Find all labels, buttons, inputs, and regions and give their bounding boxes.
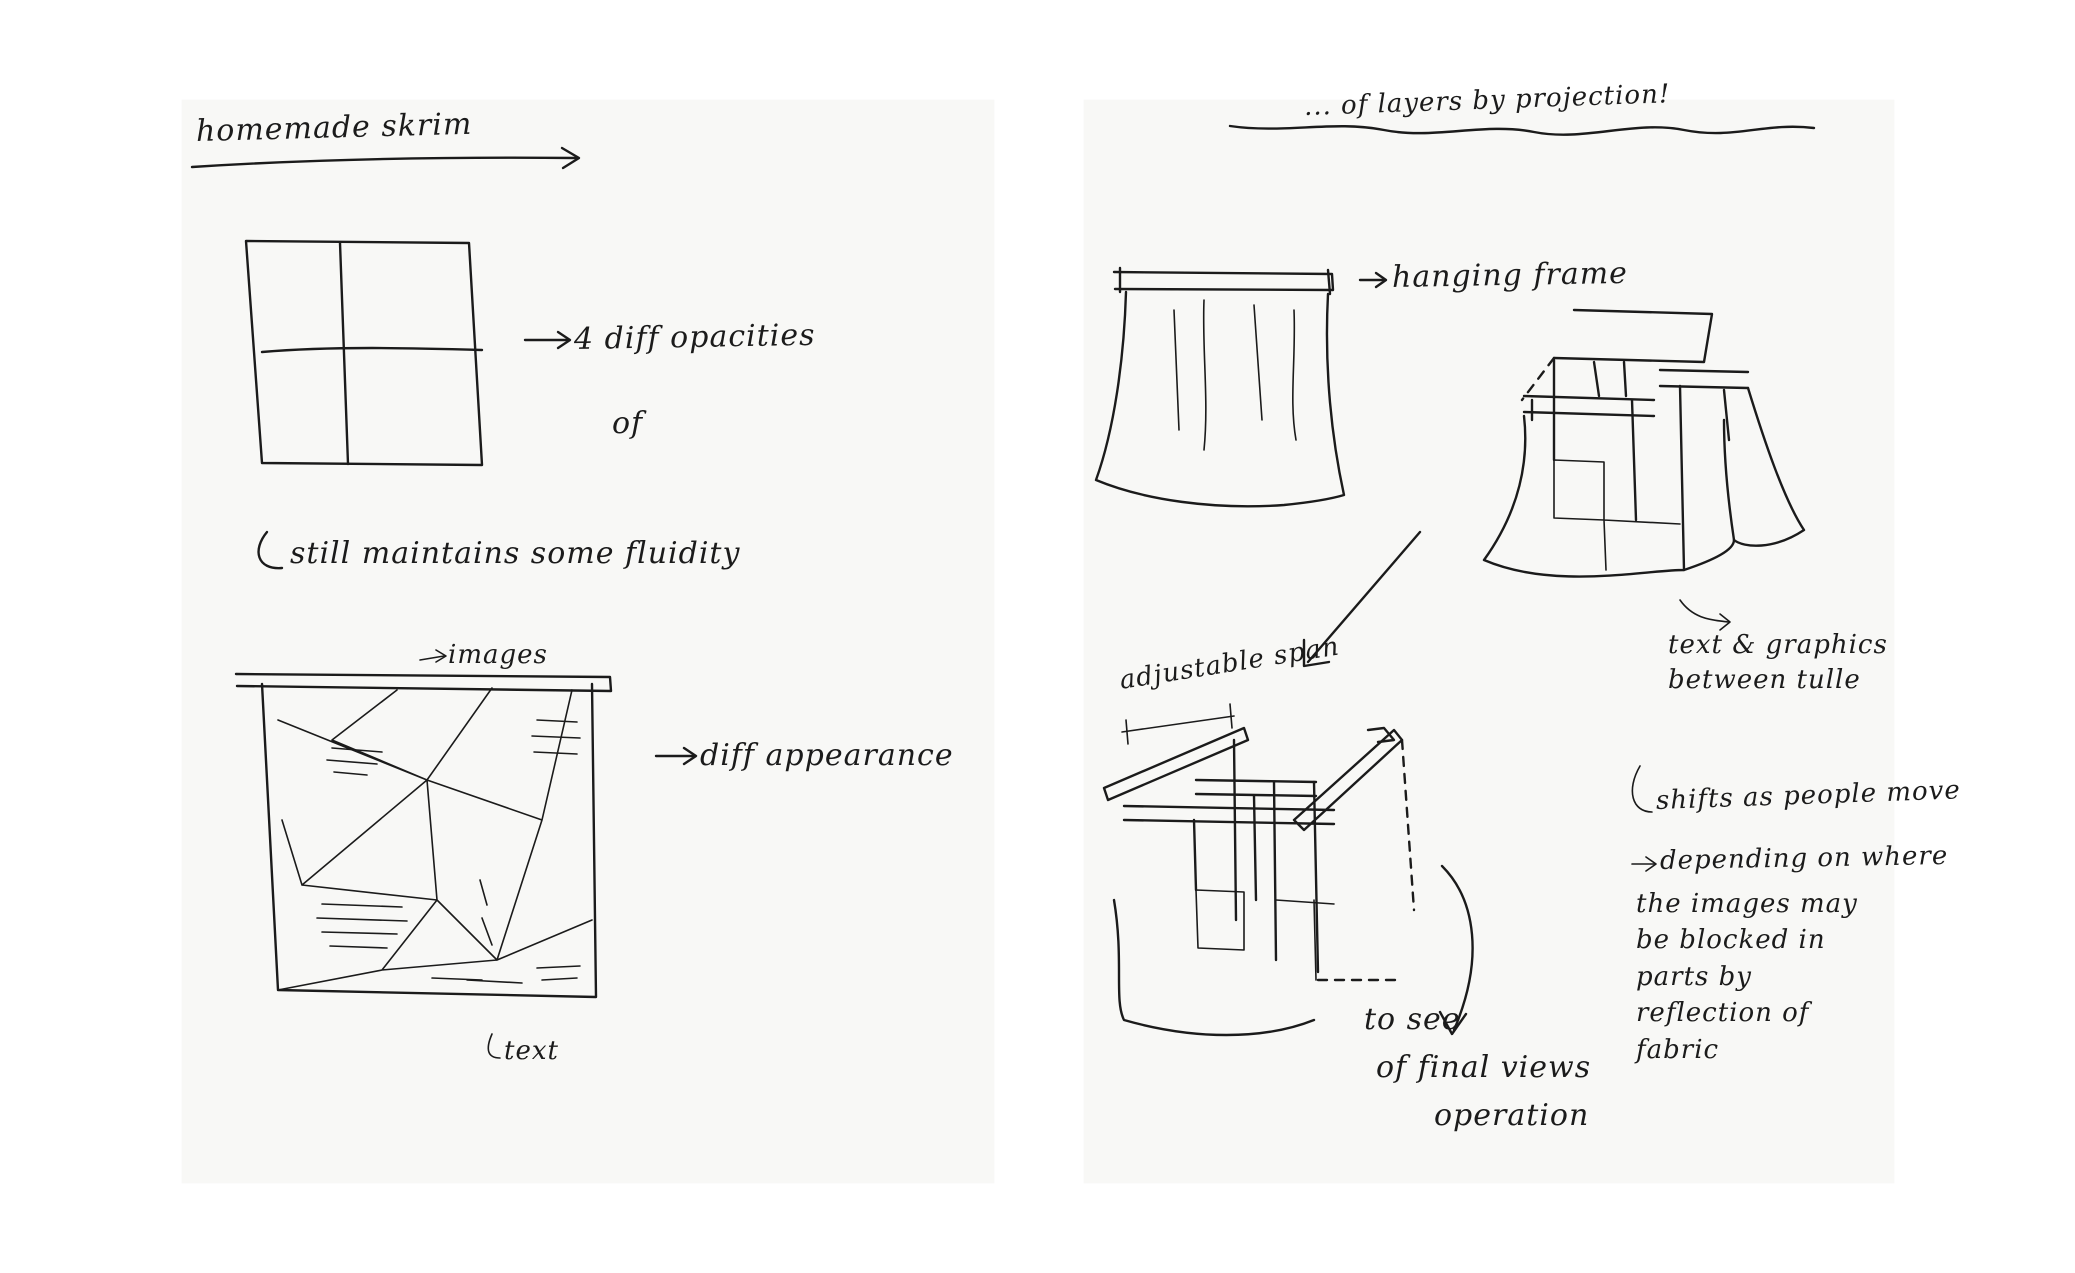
- panel-hatching: [317, 720, 580, 983]
- span-dimension-line: [1122, 716, 1234, 732]
- final-view-note: of final views: [1376, 1050, 1591, 1086]
- top-wavy-underline: [1230, 126, 1814, 135]
- fluidity-note: still maintains some fluidity: [290, 536, 740, 572]
- layer-inner-panels: [1554, 460, 1680, 570]
- layer-frame-bars: [1524, 370, 1748, 416]
- frame-folds: [1174, 300, 1296, 450]
- span-inner-panels: [1196, 890, 1334, 980]
- heading-underline-arrow: [192, 158, 577, 167]
- heading-note: homemade skrim: [196, 107, 473, 150]
- fluidity-hook: [259, 532, 282, 568]
- to-see-note: to see: [1364, 1002, 1461, 1038]
- right-sketch-page: ... of layers by projection! hanging fra…: [1084, 100, 1894, 1183]
- span-rod-left: [1104, 728, 1248, 800]
- layer-fabric: [1484, 416, 1734, 577]
- span-posts: [1194, 740, 1318, 972]
- text-graphics-note: text & graphics between tulle: [1668, 628, 1888, 698]
- operation-note: operation: [1434, 1098, 1589, 1134]
- text-hook: [488, 1034, 500, 1058]
- images-note: images: [448, 640, 548, 671]
- quadrant-vertical-divider: [340, 243, 348, 464]
- quadrant-square: [246, 241, 482, 465]
- frame-bar: [1114, 272, 1333, 290]
- panel-outline: [262, 684, 596, 997]
- text-graphics-arrow: [1680, 600, 1728, 622]
- frame-note: hanging frame: [1392, 256, 1629, 296]
- panel-top-bar: [236, 674, 611, 691]
- layer-dashed-edge: [1522, 358, 1554, 400]
- span-rod-right-long: [1294, 730, 1402, 830]
- text-note: text: [504, 1036, 559, 1067]
- left-sketch-drawing: [182, 100, 994, 1183]
- quadrant-horizontal-divider: [262, 348, 482, 352]
- layer-right-fabric: [1734, 388, 1804, 546]
- span-dashed-right: [1402, 740, 1414, 910]
- panel-triangulation: [278, 688, 592, 990]
- shifts-hook: [1632, 766, 1652, 812]
- appearance-note: diff appearance: [700, 738, 954, 774]
- span-mid-bars: [1124, 780, 1334, 824]
- left-sketch-page: homemade skrim 4 diff opacities of still…: [182, 100, 994, 1183]
- span-fabric: [1114, 900, 1314, 1035]
- layer-frame-top: [1554, 310, 1712, 362]
- depending-note: depending on where: [1660, 841, 1949, 877]
- of-note: of: [612, 406, 643, 442]
- frame-fabric: [1096, 292, 1344, 506]
- images-blocked-note: the images may be blocked in parts by re…: [1636, 886, 1886, 1068]
- opacities-note: 4 diff opacities: [574, 318, 816, 358]
- layer-frame-posts: [1532, 360, 1729, 570]
